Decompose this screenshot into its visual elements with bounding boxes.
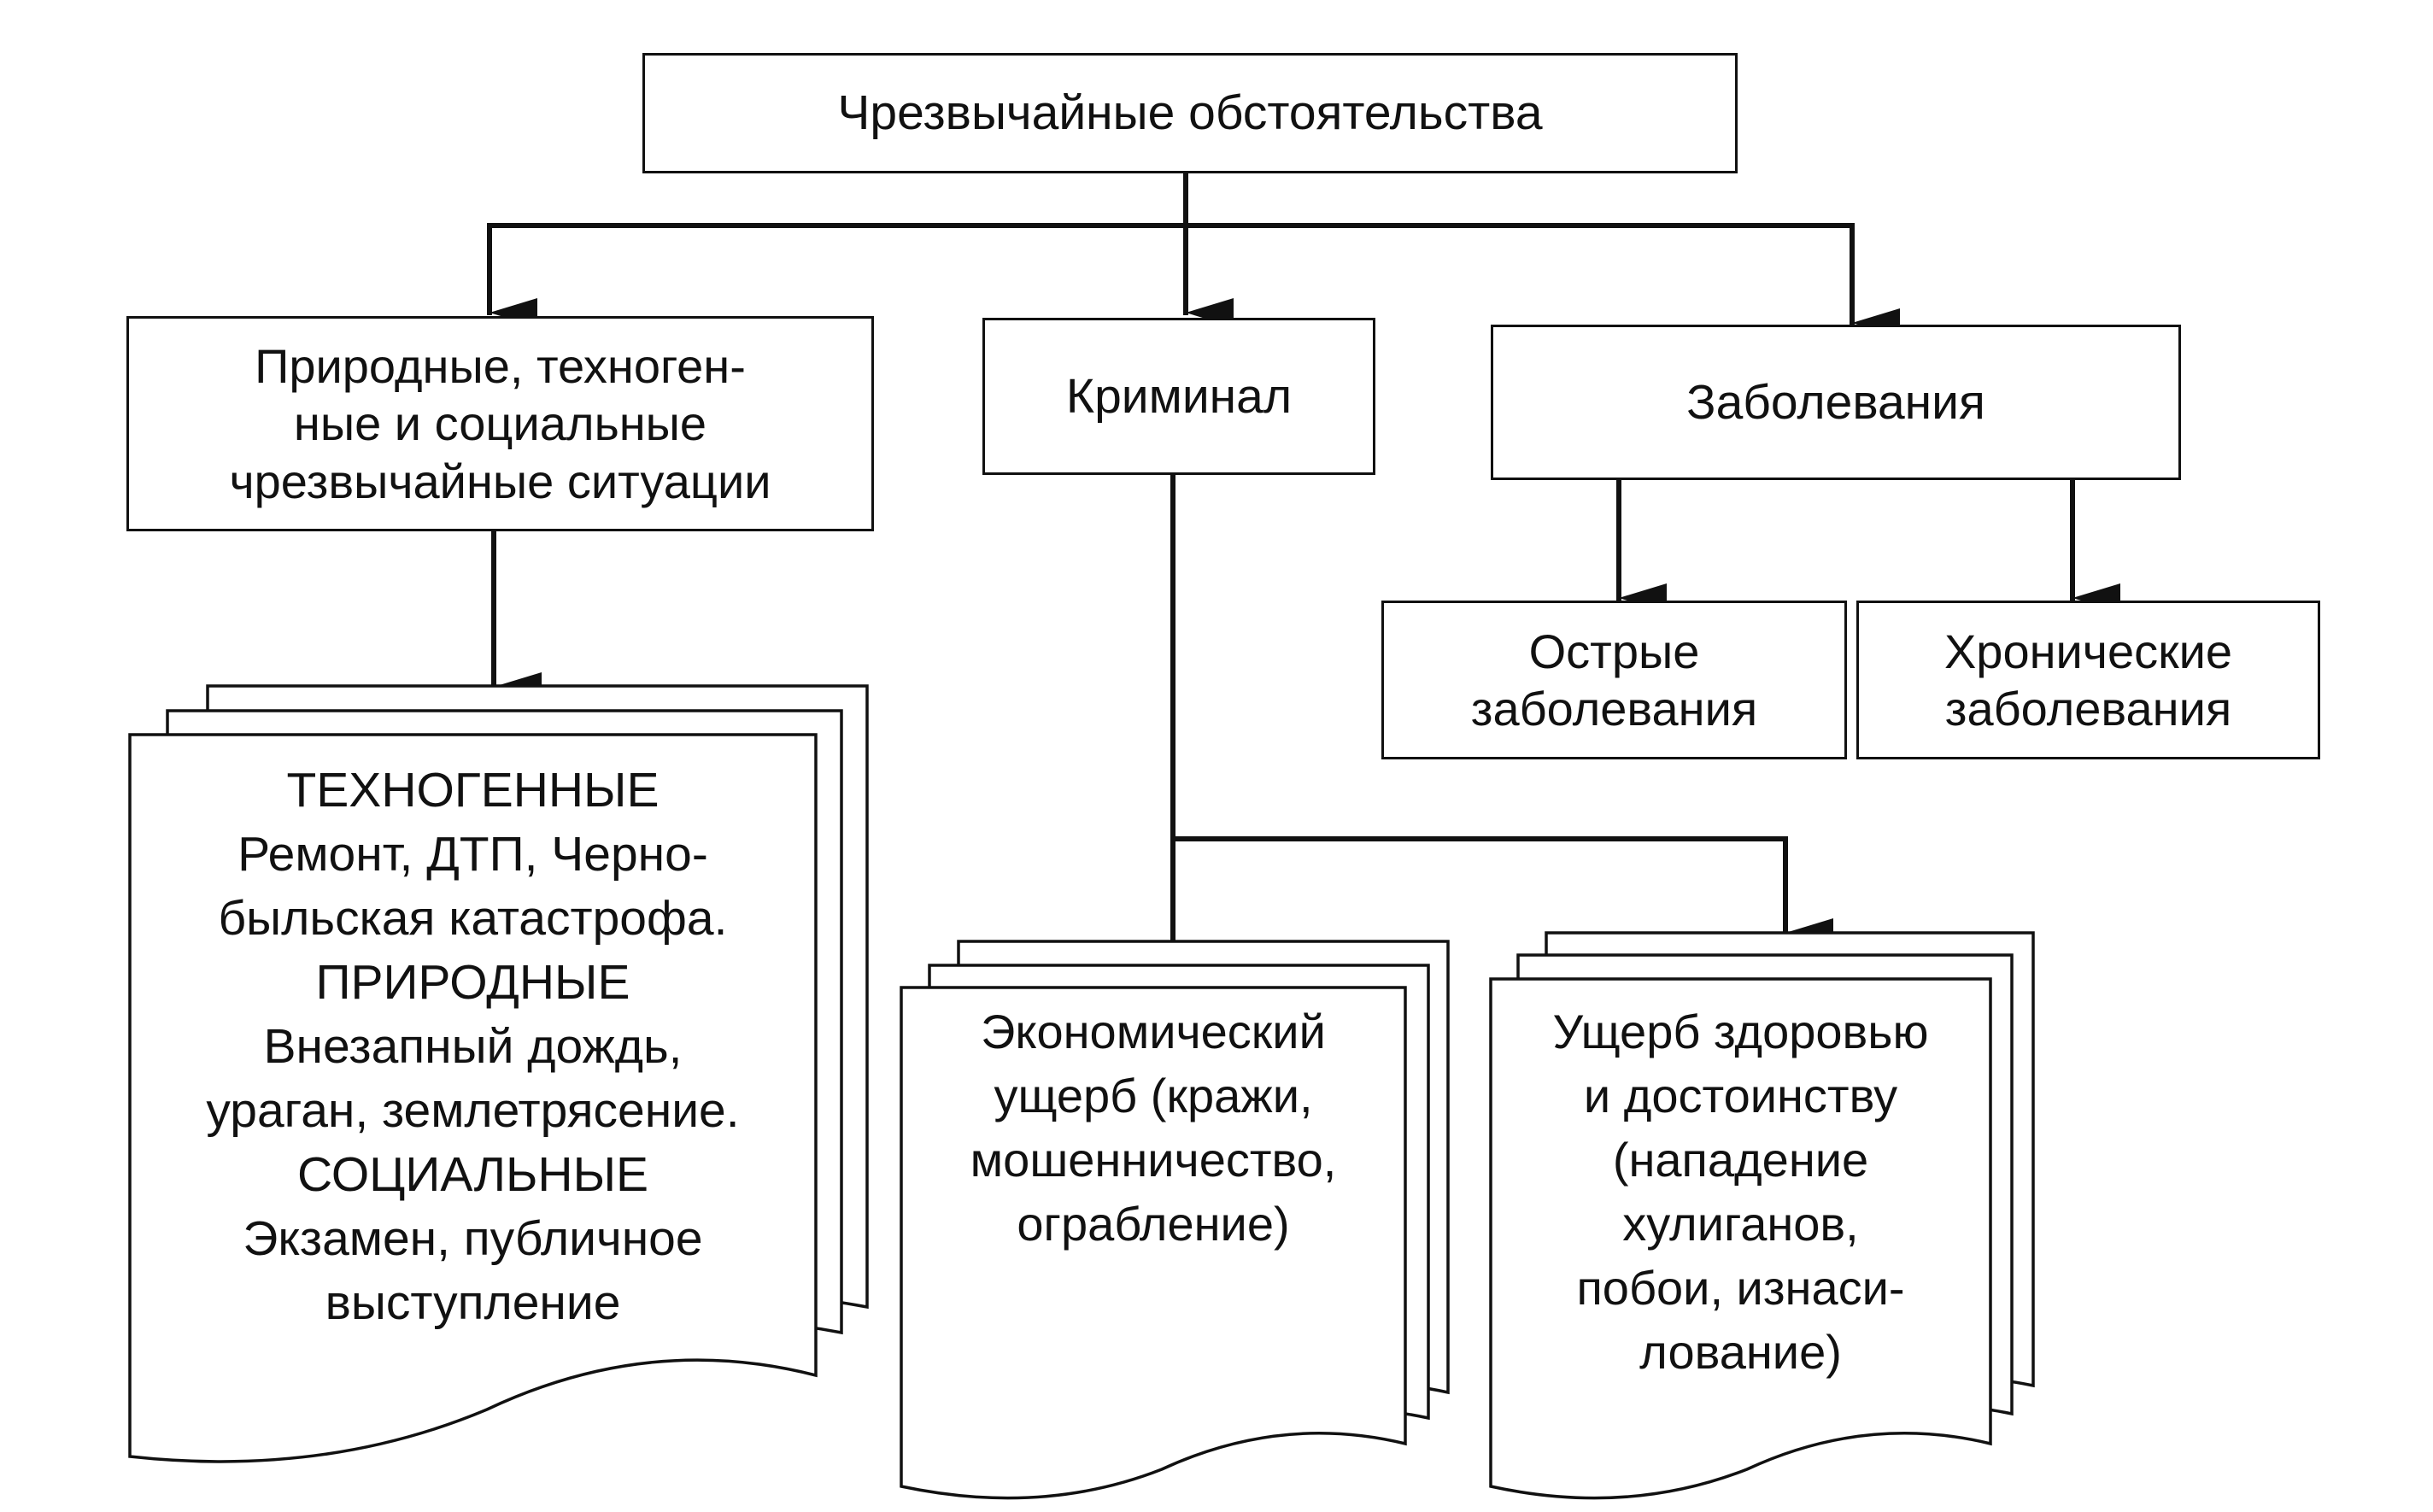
root-label: Чрезвычайные обстоятельства (837, 85, 1543, 141)
situations-box: Природные, техноген- ные и социальные чр… (126, 316, 874, 531)
examples-line: быльская катастрофа. (218, 891, 728, 946)
diseases-label: Заболевания (1686, 374, 1985, 430)
acute-label-line-2: заболевания (1470, 682, 1758, 735)
acute-label-line-1: Острые (1528, 624, 1700, 678)
chronic-label-line-2: заболевания (1944, 682, 2232, 735)
document-front-sheet (1489, 977, 1992, 1500)
health-damage-document (1489, 931, 2035, 1500)
economic-damage-line: мошенничество, (970, 1133, 1337, 1187)
examples-line: Экзамен, публичное (243, 1211, 703, 1266)
health-damage-line: и достоинству (1583, 1069, 1898, 1122)
health-damage-line: лование) (1639, 1325, 1842, 1379)
diseases-box: Заболевания (1491, 325, 2181, 480)
situations-label-line-2: ные и социальные (293, 396, 707, 451)
economic-damage-line: ограбление) (1017, 1197, 1290, 1251)
economic-damage-line: Экономический (981, 1005, 1326, 1058)
examples-line: выступление (325, 1275, 621, 1330)
connectors (487, 171, 2120, 999)
crime-box: Криминал (982, 318, 1375, 475)
examples-line: Ремонт, ДТП, Черно- (237, 827, 708, 882)
root-box: Чрезвычайные обстоятельства (642, 53, 1738, 173)
situations-label-line-1: Природные, техноген- (255, 339, 746, 394)
examples-heading-natural: ПРИРОДНЫЕ (315, 955, 630, 1010)
health-damage-line: хулиганов, (1622, 1197, 1859, 1251)
economic-damage-document (900, 940, 1450, 1500)
crime-label: Криминал (1065, 368, 1293, 424)
health-damage-text: Ущерб здоровью и достоинству (нападение … (1491, 999, 1990, 1384)
economic-damage-text: Экономический ущерб (кражи, мошенничеств… (901, 999, 1405, 1256)
document-front-sheet (900, 986, 1407, 1500)
economic-damage-line: ущерб (кражи, (994, 1069, 1313, 1122)
examples-heading-social: СОЦИАЛЬНЫЕ (296, 1147, 649, 1202)
examples-line: ураган, землетрясение. (206, 1083, 740, 1138)
health-damage-line: (нападение (1612, 1133, 1869, 1187)
examples-heading-technogenic: ТЕХНОГЕННЫЕ (286, 763, 660, 818)
health-damage-line: Ущерб здоровью (1552, 1005, 1929, 1058)
examples-line: Внезапный дождь, (263, 1019, 683, 1074)
acute-diseases-box: Острые заболевания (1381, 601, 1847, 759)
situations-examples-text: ТЕХНОГЕННЫЕ Ремонт, ДТП, Черно- быльская… (130, 759, 816, 1335)
document-front-sheet (128, 733, 818, 1463)
situations-examples-document (128, 684, 869, 1463)
chronic-label-line-1: Хронические (1943, 624, 2233, 678)
situations-label-line-3: чрезвычайные ситуации (229, 454, 771, 508)
chronic-diseases-box: Хронические заболевания (1856, 601, 2320, 759)
health-damage-line: побои, изнаси- (1576, 1261, 1905, 1315)
